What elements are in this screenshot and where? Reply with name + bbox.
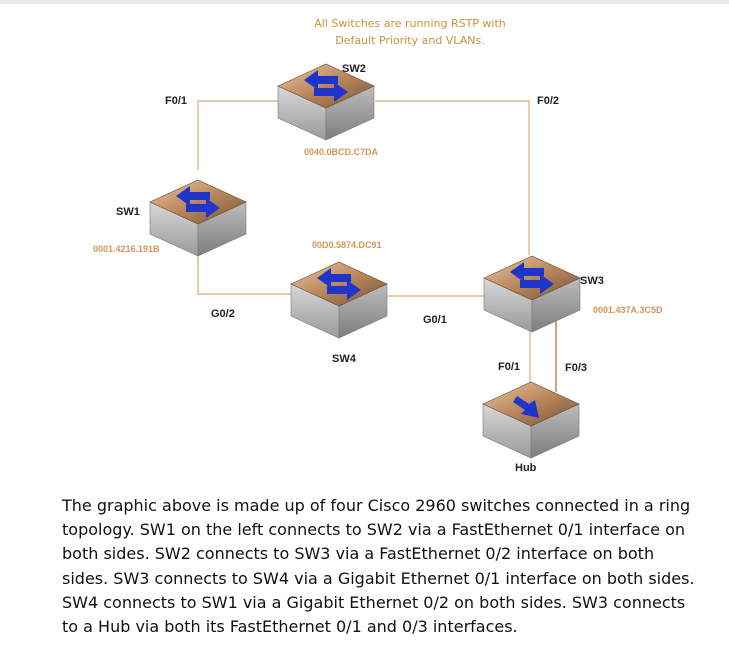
sw2-mac: 0040.0BCD.C7DA [304,147,379,157]
link-sw2-sw3 [375,100,530,255]
switch-sw1[interactable] [149,179,247,257]
top-border [0,0,729,4]
network-diagram: All Switches are running RSTP with Defau… [93,17,663,474]
port-label-sw4-sw1: G0/2 [211,308,235,320]
sw1-mac: 0001.4216.191B [93,244,160,254]
note-line-1: All Switches are running RSTP with [314,17,506,30]
port-label-sw3-hub-f01: F0/1 [498,361,520,373]
port-label-sw2-sw3: F0/2 [537,95,559,107]
hub-arrow-icon [513,396,539,418]
note-line-2: Default Priority and VLANs. [335,34,484,47]
sw1-name: SW1 [116,206,140,218]
sw4-name: SW4 [332,353,357,365]
switch-sw3[interactable] [483,255,581,333]
link-sw1-sw2 [197,100,290,170]
sw2-name: SW2 [342,63,366,75]
sw3-mac: 0001.437A.3C5D [593,305,663,315]
hub-name: Hub [515,462,537,474]
port-label-sw1-sw2: F0/1 [165,95,187,107]
switch-sw4[interactable] [290,261,388,339]
port-label-sw3-sw4: G0/1 [423,314,447,326]
switch-sw2[interactable] [277,63,375,141]
sw4-mac: 00D0.5874.DC91 [312,240,382,250]
sw3-name: SW3 [580,275,604,287]
hub-device[interactable] [482,381,580,459]
port-label-sw3-hub-f03: F0/3 [565,362,587,374]
description-paragraph: The graphic above is made up of four Cis… [62,496,695,637]
